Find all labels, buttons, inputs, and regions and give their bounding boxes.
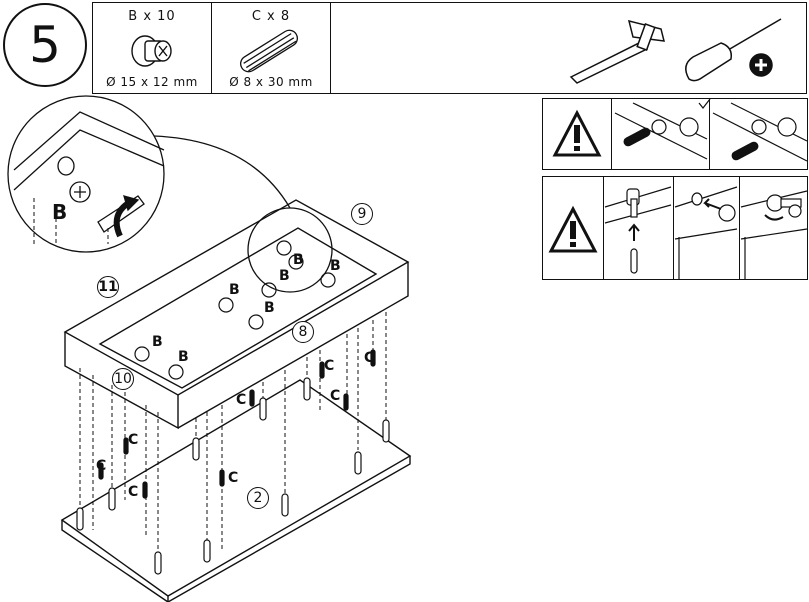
label-b: B (279, 268, 290, 284)
warning-triangle-icon (552, 109, 602, 157)
dowel-incorrect-icon (712, 102, 808, 162)
wooden-dowel-icon (239, 29, 299, 73)
label-c: C (236, 392, 247, 408)
part-b-dim: Ø 15 x 12 mm (106, 75, 198, 89)
cam-lock-icon (740, 190, 808, 279)
label-c: C (228, 470, 239, 486)
label-c: C (330, 388, 341, 404)
divider (673, 177, 674, 279)
label-c: C (128, 432, 139, 448)
phillips-screwdriver-icon (685, 18, 782, 82)
parts-list: B x 10 Ø 15 x 12 mm C x 8 Ø 8 x 30 mm (92, 2, 807, 94)
label-b: B (178, 349, 189, 365)
label-c: C (324, 358, 335, 374)
step-number: 5 (3, 3, 87, 87)
label-b: B (152, 334, 163, 350)
divider (330, 3, 331, 93)
warning-panel-assembly (542, 176, 808, 280)
cam-insert-icon (674, 186, 738, 279)
label-b: B (330, 258, 341, 274)
detail-part-label: B (52, 200, 68, 224)
cam-lock-icon (131, 35, 172, 67)
callout-2: 2 (247, 487, 269, 509)
label-c: C (128, 484, 139, 500)
warning-triangle-icon (548, 205, 598, 253)
label-b: B (293, 252, 304, 268)
label-c: C (96, 458, 107, 474)
divider (603, 177, 604, 279)
callout-10: 10 (112, 368, 134, 390)
divider (211, 3, 212, 93)
part-c-qty: C x 8 (251, 9, 291, 24)
callout-11: 11 (97, 276, 119, 298)
callout-8: 8 (292, 321, 314, 343)
label-c: C (364, 350, 375, 366)
label-b: B (229, 282, 240, 298)
label-b: B (264, 300, 275, 316)
divider (739, 177, 740, 279)
callout-9: 9 (351, 203, 373, 225)
dowel-insert-icon (604, 186, 672, 274)
dowel-correct-icon (614, 98, 711, 160)
divider (611, 99, 612, 169)
warning-panel-dowels (542, 98, 808, 170)
divider (709, 99, 710, 169)
hammer-icon (569, 19, 665, 84)
part-c-dim: Ø 8 x 30 mm (229, 75, 313, 89)
part-b-qty: B x 10 (128, 9, 176, 24)
